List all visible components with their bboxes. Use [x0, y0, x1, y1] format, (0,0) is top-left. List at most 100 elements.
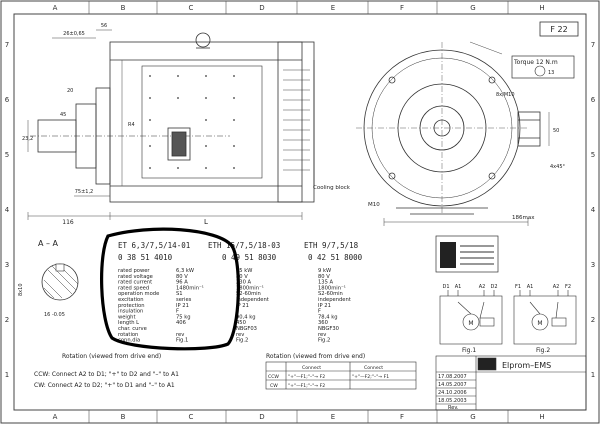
torque-callout: Torque 12 N.m 13 — [511, 55, 575, 79]
fig2-term: A2 — [553, 284, 560, 290]
motor-body — [109, 41, 303, 203]
conn-dir-ccw: CCW — [268, 374, 279, 380]
fig1-term: D1 — [442, 284, 449, 290]
spec-value-model1: 1480min⁻¹ — [176, 285, 204, 291]
spec-value-model2: rev — [236, 332, 244, 338]
dim-26: 26±0,65 — [63, 31, 85, 37]
section-a-a — [41, 263, 79, 301]
spec-value-model3: Fig.2 — [318, 338, 330, 344]
fig2-motor: M — [537, 320, 542, 327]
motor-side-view — [30, 41, 315, 203]
row-marker: 3 — [5, 261, 9, 269]
row-marker: 5 — [591, 151, 595, 159]
fig2-terminals: F1 A1 A2 F2 — [515, 284, 571, 290]
spec-value-model3: S2-60min — [318, 291, 343, 297]
revision-dates: 17.08.2007 14.05.2007 24.10.2006 18.05.2… — [438, 374, 467, 411]
spec-label: protection — [118, 303, 145, 309]
model-name-3: ETH 9/7,5/18 — [304, 241, 359, 250]
dim-56: 56 — [101, 23, 107, 29]
spec-value-model2: Fig.2 — [236, 338, 248, 344]
spec-value-model3: independent — [318, 297, 351, 303]
conn-cw-a: "+"—F1;"–"→ F2 — [288, 383, 325, 389]
cooling-fins — [283, 69, 310, 171]
col-marker: G — [470, 4, 475, 12]
conn-header-2: Connect — [364, 365, 383, 371]
row-marker: 2 — [5, 316, 9, 324]
spec-value-model3: F — [318, 309, 321, 315]
rev-date: 18.05.2003 — [438, 398, 467, 404]
fig1-term: A2 — [479, 284, 486, 290]
col-marker: H — [539, 4, 544, 12]
spec-value-model3: IP 21 — [318, 303, 331, 309]
model-code-1: 0 38 51 4010 — [118, 253, 173, 262]
model-name-1: ET 6,3/7,5/14-01 — [118, 241, 190, 250]
column-markers-top: A B C D E F G H — [53, 4, 545, 12]
spec-value-model2: 80 V — [236, 274, 248, 280]
col-marker: F — [400, 4, 404, 12]
inner-frame — [13, 13, 587, 411]
end-dimension-lines — [383, 41, 550, 226]
col-marker: A — [53, 413, 58, 421]
company-name: Elprom–EMS — [502, 361, 551, 370]
row-marker: 1 — [5, 371, 9, 379]
dim-8x10: 8x10 — [18, 283, 24, 296]
dim-75: 75±1,2 — [75, 189, 94, 195]
spec-label: conn.dia — [118, 338, 140, 344]
motor-end-view — [356, 42, 541, 215]
spec-value-model2: independent — [236, 297, 269, 303]
row-markers-left: 7 6 5 4 3 2 1 — [5, 41, 10, 379]
dim-186: 186max — [512, 215, 535, 221]
lifting-eye — [195, 32, 211, 49]
col-marker: F — [400, 413, 404, 421]
spec-value-model1: series — [176, 297, 192, 303]
col-marker: E — [331, 413, 335, 421]
spec-label: rated current — [118, 280, 152, 286]
spec-value-model2: 450 — [236, 320, 246, 326]
conn-table-title: Rotation (viewed from drive end) — [266, 353, 365, 360]
spec-label: length L — [118, 320, 139, 326]
dim-116: 116 — [62, 219, 74, 226]
dim-m10: M10 — [368, 202, 380, 208]
row-markers-right: 7 6 5 4 3 2 1 — [591, 41, 596, 379]
spec-value-model1: Fig.1 — [176, 338, 188, 344]
spec-label: rated speed — [118, 285, 149, 291]
model-name-2: ETH 15/7,5/18-03 — [208, 241, 280, 250]
dim-8xm10: 8x/M10 — [496, 92, 515, 98]
spec-value-model1: 80 V — [176, 274, 188, 280]
spec-value-model1: 75 kg — [176, 314, 191, 320]
spec-value-model1: 6,3 kW — [176, 268, 194, 274]
spec-label: rotation — [118, 332, 138, 338]
conn-ccw-b: "+"—F2;"–"→ F1 — [352, 374, 389, 380]
row-marker: 6 — [5, 96, 10, 104]
rev-date: 17.08.2007 — [438, 374, 467, 380]
row-marker: 2 — [591, 316, 595, 324]
torque-label: Torque 12 N.m — [513, 59, 558, 66]
sheet-code-box — [539, 21, 579, 37]
dim-50: 50 — [553, 128, 559, 134]
spec-label: rated power — [118, 268, 150, 274]
spec-value-model3: 9 kW — [318, 268, 331, 274]
spec-value-model3: 135 A — [318, 280, 334, 286]
col-marker: D — [259, 4, 264, 12]
spec-value-model1: IP 21 — [176, 303, 189, 309]
spec-value-model2: 90,4 kg — [236, 314, 256, 320]
dim-4x45: 4x45° — [550, 164, 566, 170]
col-marker: H — [539, 413, 544, 421]
col-marker: D — [259, 413, 264, 421]
spec-value-model2: S2-60min — [236, 291, 261, 297]
col-marker: G — [470, 413, 475, 421]
row-marker: 5 — [5, 151, 9, 159]
spec-value-model3: 360 — [318, 320, 328, 326]
fig2-label: Fig.2 — [536, 347, 550, 354]
spec-value-model3: 80 V — [318, 274, 330, 280]
row-marker: 3 — [591, 261, 595, 269]
spec-label: rated voltage — [118, 274, 153, 280]
row-marker: 1 — [591, 371, 595, 379]
spec-value-model2: 230 A — [236, 280, 252, 286]
highlight-loop — [100, 227, 240, 351]
spec-label: excitation — [118, 297, 144, 303]
cooling-block-label: Cooling block — [313, 185, 351, 191]
spec-label: insulation — [118, 309, 143, 315]
spec-value-model3: rev — [318, 332, 326, 338]
